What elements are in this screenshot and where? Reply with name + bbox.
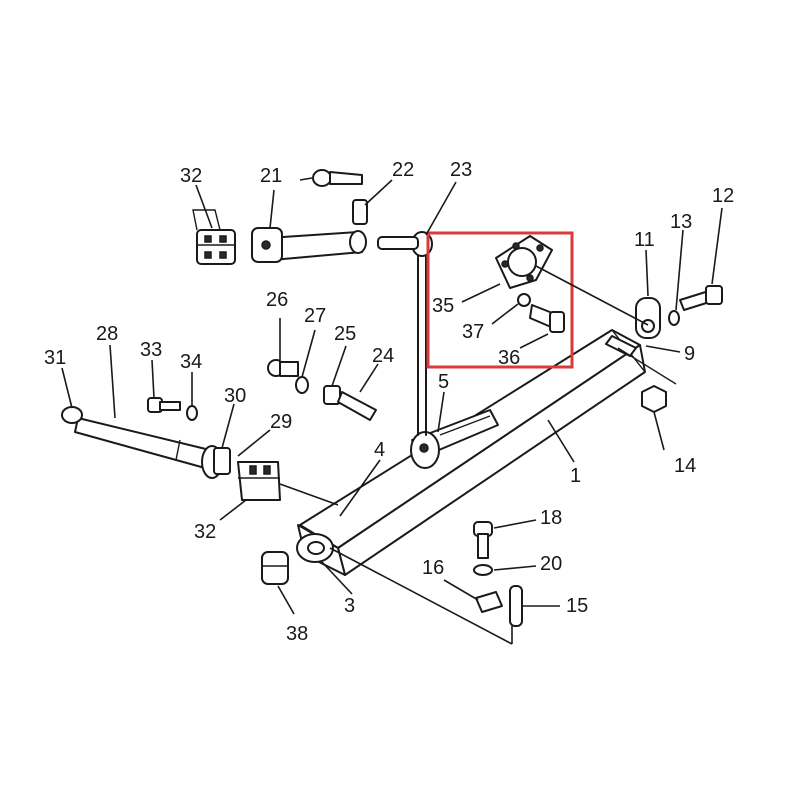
rod-end-11	[635, 297, 661, 339]
hydraulic-cylinder	[61, 406, 223, 479]
callout-3: 3	[344, 595, 355, 617]
nut-14	[641, 385, 667, 413]
callout-30: 30	[224, 385, 246, 407]
callout-36: 36	[498, 347, 520, 369]
clamp-30	[213, 447, 231, 475]
bolt-33	[147, 397, 181, 413]
bolt-18	[473, 521, 493, 559]
callout-34: 34	[180, 351, 202, 373]
top-pin	[312, 169, 363, 187]
callout-20: 20	[540, 553, 562, 575]
callout-22: 22	[392, 159, 414, 181]
upper-arm	[251, 227, 367, 263]
callout-12: 12	[712, 185, 734, 207]
clamp-block-top	[192, 209, 236, 265]
washer-27	[295, 376, 309, 394]
callout-29: 29	[270, 411, 292, 433]
callout-21: 21	[260, 165, 282, 187]
callout-26: 26	[266, 289, 288, 311]
callout-15: 15	[566, 595, 588, 617]
end-pin-3	[296, 533, 334, 563]
highlight-box	[426, 231, 574, 369]
callout-33: 33	[140, 339, 162, 361]
pin-24	[337, 391, 377, 421]
callout-27: 27	[304, 305, 326, 327]
callout-9: 9	[684, 343, 695, 365]
pin-9	[605, 335, 677, 385]
callout-13: 13	[670, 211, 692, 233]
callout-23: 23	[450, 159, 472, 181]
pin-15	[509, 585, 523, 627]
plate-16	[475, 591, 503, 613]
washer-13	[668, 310, 680, 326]
stud-bolt	[377, 236, 419, 250]
callout-18: 18	[540, 507, 562, 529]
callout-14: 14	[674, 455, 696, 477]
washer-34	[186, 405, 198, 421]
callout-24: 24	[372, 345, 394, 367]
leader-lines	[61, 177, 723, 645]
callout-4: 4	[374, 439, 385, 461]
pin-26	[267, 359, 299, 377]
callout-31: 31	[44, 347, 66, 369]
bolt-22	[352, 199, 368, 225]
callout-37: 37	[462, 321, 484, 343]
bolt-12	[679, 285, 723, 311]
callout-labels: 32 21 22 23 12 13 11 35 37 36 9 14 1 5 4…	[44, 159, 734, 645]
callout-5: 5	[438, 371, 449, 393]
callout-16: 16	[422, 557, 444, 579]
flange-plate	[495, 235, 553, 289]
washer-20	[473, 564, 493, 576]
callout-32a: 32	[180, 165, 202, 187]
block-38	[261, 551, 289, 585]
bolt-36	[529, 304, 565, 333]
callout-35: 35	[432, 295, 454, 317]
clamp-block-lower	[237, 461, 281, 501]
callout-32b: 32	[194, 521, 216, 543]
callout-28: 28	[96, 323, 118, 345]
callout-1: 1	[570, 465, 581, 487]
washer-37	[517, 293, 531, 307]
callout-38: 38	[286, 623, 308, 645]
callout-11: 11	[634, 229, 655, 251]
callout-25: 25	[334, 323, 356, 345]
